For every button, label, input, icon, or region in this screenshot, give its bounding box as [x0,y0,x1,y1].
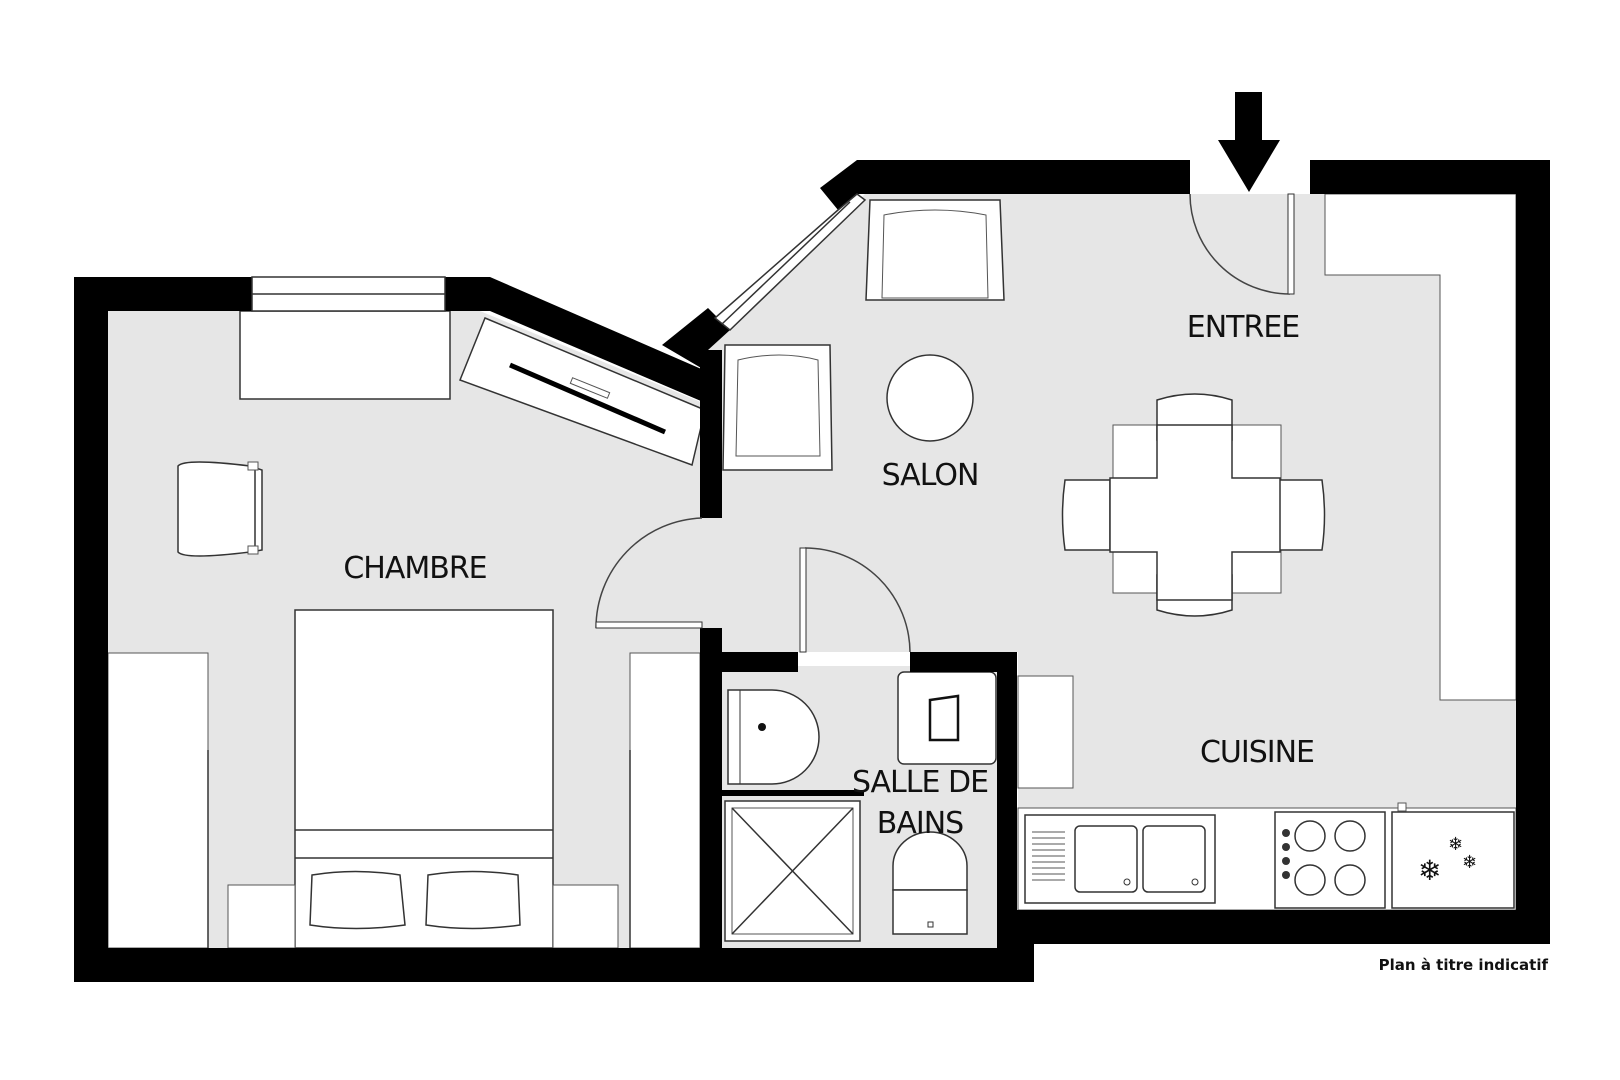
kitchen: ❄ ❄ ❄ [1017,802,1517,911]
room-label-chambre: CHAMBRE [343,551,486,586]
pillow-right [425,870,521,930]
sink-basin-right [1142,825,1206,893]
room-label-entree: ENTREE [1187,310,1300,345]
room-label-salle-de-bains-1: SALLE DE [852,765,988,800]
desk [459,317,706,466]
plan-disclaimer: Plan à titre indicatif [1379,956,1549,974]
room-label-salle-de-bains-2: BAINS [877,806,963,841]
kitchen-shelf [1017,675,1074,789]
nightstand-right [552,884,619,949]
chambre-door-swing [595,517,703,629]
bathroom-door-swing [804,547,911,653]
svg-text:❄: ❄ [1462,852,1477,873]
wardrobe-right [629,652,701,949]
entrance-arrow-icon [1218,92,1280,192]
nightstand-left [227,884,296,949]
svg-text:❄: ❄ [1448,834,1463,855]
fridge [1391,811,1515,909]
svg-text:❄: ❄ [1418,854,1441,887]
cooktop [1274,811,1386,909]
sink-basin-left [1074,825,1138,893]
radiator [239,310,451,400]
dining-chair-right [1277,479,1326,551]
salon-furniture [722,193,1517,789]
walls [74,160,1550,982]
chambre-furniture [107,310,706,949]
bathroom-fixtures [724,671,997,942]
washbasin [727,689,820,785]
dining-chair-left [1061,479,1111,551]
dining-table [1109,424,1281,601]
pillow-left [309,870,406,930]
toilet-bowl [892,831,968,891]
doors [595,193,1295,653]
windows [251,193,867,331]
room-label-cuisine: CUISINE [1200,735,1314,770]
wardrobe-left [107,652,209,949]
room-label-salon: SALON [882,458,979,493]
desk-lamp [509,362,666,435]
entrance-door-swing [1189,193,1291,295]
snowflake-icon: ❄ ❄ ❄ [1418,834,1477,887]
coffee-table [886,354,974,442]
chambre-chair [177,461,263,557]
